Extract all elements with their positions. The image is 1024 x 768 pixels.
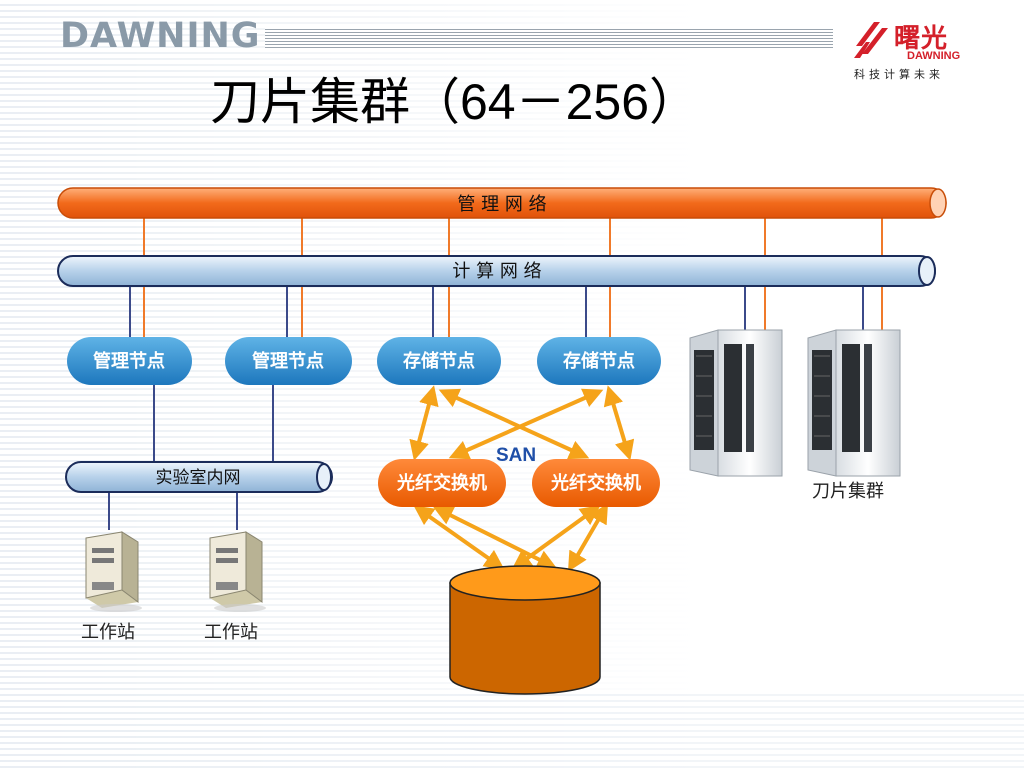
logo-chinese-name: 曙光 [894, 24, 949, 54]
node-label: 存储节点 [403, 350, 475, 372]
slide-title: 刀片集群（64－256） [210, 62, 699, 134]
san-arrows [409, 385, 635, 572]
lab-network-pipe: 实验室内网 [65, 461, 333, 493]
workstation-2-icon [209, 531, 266, 612]
san-label: SAN [496, 445, 536, 466]
node-storage-1: 存储节点 [377, 337, 501, 385]
logo-english-name: DAWNING [907, 50, 961, 62]
storage-array-icon [449, 565, 601, 695]
switch-label: 光纤交换机 [396, 472, 487, 494]
node-storage-2: 存储节点 [537, 337, 661, 385]
header-rule [265, 28, 833, 48]
lab-network-label: 实验室内网 [156, 468, 241, 488]
dawning-logo: 曙光 DAWNING 科技计算未来 [852, 14, 972, 84]
workstation-1-icon [85, 531, 142, 612]
management-network-pipe: 管 理 网 络 [57, 187, 947, 219]
node-label: 存储节点 [563, 350, 635, 372]
brand-wordmark: DAWNING [60, 16, 261, 56]
management-network-label: 管 理 网 络 [457, 194, 546, 215]
title-text: 刀片集群（ [210, 73, 460, 131]
background-stripes-bottom [0, 690, 1024, 768]
compute-network-pipe: 计 算 网 络 [57, 255, 936, 287]
logo-slogan: 科技计算未来 [854, 68, 944, 81]
blade-rack-2-icon [807, 329, 901, 477]
workstation-2-label: 工作站 [204, 622, 258, 643]
blade-rack-1-icon [689, 329, 783, 477]
dawning-logo-icon [854, 22, 888, 58]
node-management-2: 管理节点 [225, 337, 352, 385]
node-label: 管理节点 [93, 350, 165, 372]
fiber-switch-2: 光纤交换机 [532, 459, 660, 507]
fiber-switch-1: 光纤交换机 [378, 459, 506, 507]
blade-cluster-label: 刀片集群 [812, 481, 884, 502]
node-management-1: 管理节点 [67, 337, 192, 385]
compute-network-label: 计 算 网 络 [452, 261, 541, 282]
title-range: 64－256 [460, 74, 650, 130]
workstation-1-label: 工作站 [81, 622, 135, 643]
node-label: 管理节点 [252, 350, 324, 372]
switch-label: 光纤交换机 [550, 472, 641, 494]
title-close: ） [649, 73, 700, 131]
